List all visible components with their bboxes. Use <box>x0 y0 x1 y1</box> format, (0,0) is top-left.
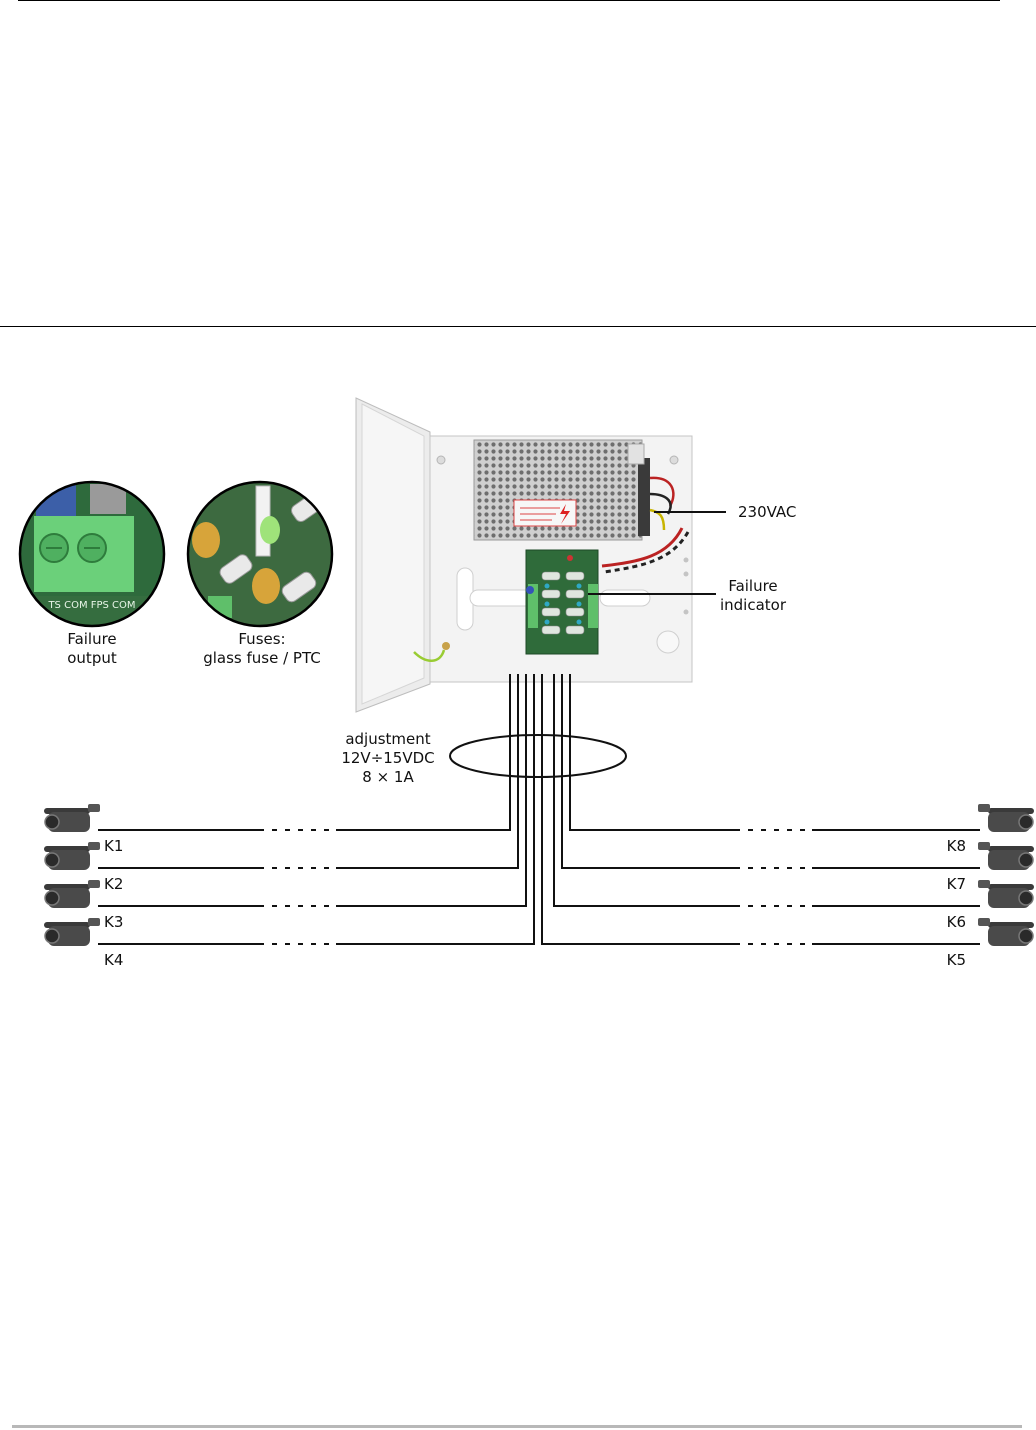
channel-wires <box>98 674 980 946</box>
camera-right-1-icon <box>978 804 1034 832</box>
fuses-detail <box>186 480 334 628</box>
channel-label-k3: K3 <box>104 913 124 931</box>
camera-left-1-icon <box>44 804 100 832</box>
wire-right-4 <box>541 674 980 945</box>
cameras <box>44 804 1034 946</box>
channel-label-k1: K1 <box>104 837 124 855</box>
wire-right-1 <box>569 674 980 831</box>
channel-label-k2: K2 <box>104 875 124 893</box>
wire-left-2 <box>98 674 519 869</box>
wire-right-3 <box>553 674 980 907</box>
camera-left-3-icon <box>44 880 100 908</box>
wire-left-4 <box>98 674 535 945</box>
fuses-label-line1: Fuses: <box>238 630 286 648</box>
camera-right-3-icon <box>978 880 1034 908</box>
enclosure-door <box>355 397 431 713</box>
wire-right-2 <box>561 674 980 869</box>
adjustment-label: adjustment 12V÷15VDC 8 × 1A <box>328 730 448 787</box>
board-marking: TS COM FPS COM <box>47 600 135 611</box>
adjustment-label-line3: 8 × 1A <box>362 768 414 786</box>
fuses-label-line2: glass fuse / PTC <box>203 649 321 667</box>
channel-label-k7: K7 <box>946 875 966 893</box>
channel-label-k6: K6 <box>946 913 966 931</box>
adjustment-label-line1: adjustment <box>345 730 431 748</box>
fuses-label: Fuses: glass fuse / PTC <box>190 630 334 668</box>
wire-left-1 <box>98 674 511 831</box>
adjustment-label-line2: 12V÷15VDC <box>341 749 435 767</box>
camera-right-2-icon <box>978 842 1034 870</box>
header-rule <box>18 0 1000 1</box>
camera-left-2-icon <box>44 842 100 870</box>
failure-output-detail: TS COM FPS COM <box>18 480 166 628</box>
channel-label-k8: K8 <box>946 837 966 855</box>
fuse-board <box>525 549 599 655</box>
section-rule <box>0 326 1036 327</box>
camera-left-4-icon <box>44 918 100 946</box>
ground-terminal <box>442 642 450 650</box>
mains-label: 230VAC <box>738 503 797 521</box>
psu-module <box>473 439 650 541</box>
channel-label-k5: K5 <box>946 951 966 969</box>
failure-output-label: Failure output <box>42 630 142 668</box>
footer-rule <box>12 1425 1022 1428</box>
wire-left-3 <box>98 674 527 907</box>
camera-right-4-icon <box>978 918 1034 946</box>
failure-output-label-line1: Failure <box>67 630 117 648</box>
cable-bundle-ellipse <box>449 734 627 778</box>
failure-indicator-label-line1: Failure <box>728 577 778 595</box>
ground-wire <box>413 649 446 662</box>
failure-output-label-line2: output <box>67 649 117 667</box>
failure-indicator-label-line2: indicator <box>719 596 787 614</box>
failure-indicator-label: Failure indicator <box>708 577 798 615</box>
channel-label-k4: K4 <box>104 951 124 969</box>
mains-cable <box>601 476 690 574</box>
